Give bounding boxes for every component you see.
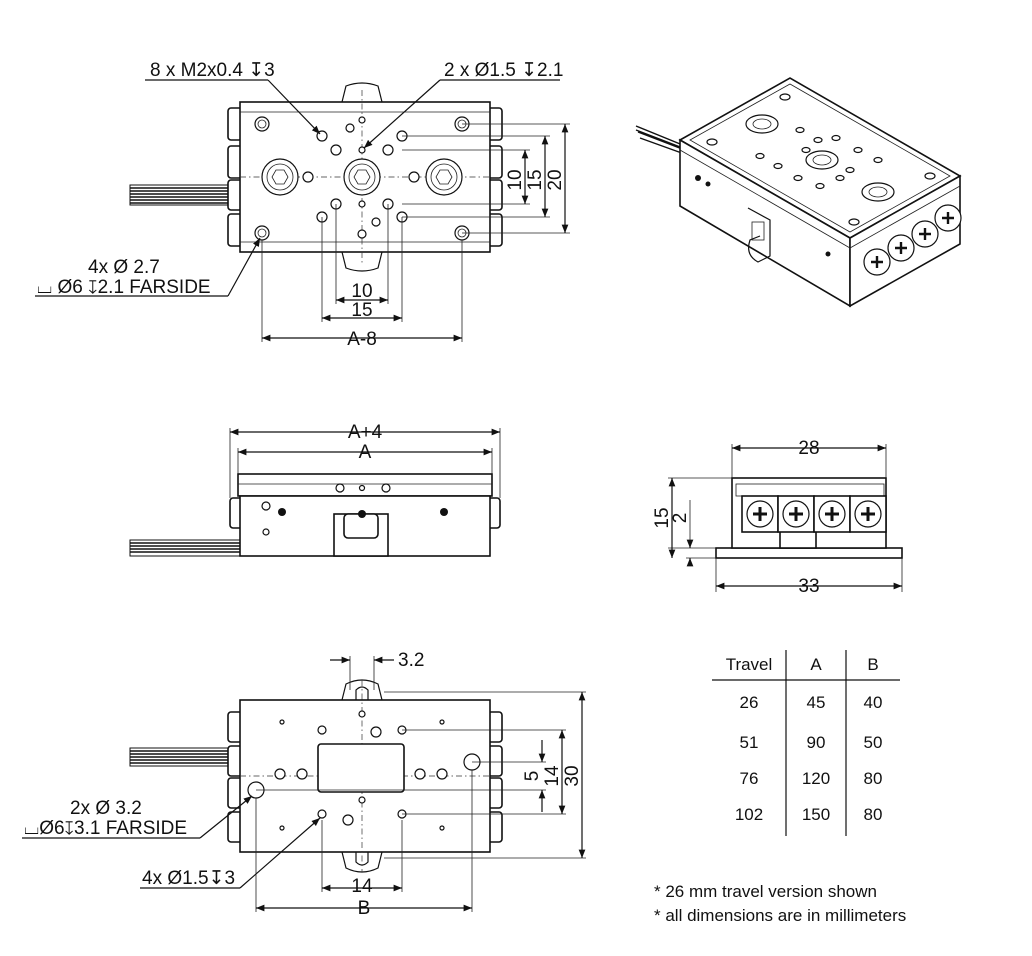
callout-holes: 4x Ø1.5↧3	[142, 868, 235, 889]
notes: * 26 mm travel version shown * all dimen…	[654, 882, 906, 925]
table-cell: 76	[740, 769, 759, 788]
dim-label: 30	[562, 765, 583, 786]
table-header: Travel	[726, 655, 773, 674]
table-header: B	[867, 655, 878, 674]
table-cell: 50	[864, 733, 883, 752]
table-cell: 80	[864, 769, 883, 788]
dim-label: A	[359, 442, 372, 463]
isometric-view	[635, 77, 962, 308]
table-cell: 120	[802, 769, 830, 788]
table-cell: 26	[740, 693, 759, 712]
dim-label: 10	[351, 281, 372, 302]
table-cell: 150	[802, 805, 830, 824]
travel-table: Travel A B 26 45 40 51 90 50 76 120 80 1…	[712, 650, 900, 836]
callout-cbore-line2: ⌴Ø6↧3.1 FARSIDE	[24, 818, 187, 839]
table-header: A	[810, 655, 822, 674]
note-line: * 26 mm travel version shown	[654, 882, 877, 901]
isometric-connectors	[863, 204, 962, 276]
dim-label: 33	[798, 576, 819, 597]
top-view: 10 15 20 10 15 A-8 8 x M2x0.4 ↧3 2 x Ø1.…	[35, 60, 570, 350]
callout-threaded: 8 x M2x0.4 ↧3	[150, 60, 275, 81]
dim-label: 2	[670, 513, 691, 524]
side-view: 28 33 15 2	[652, 438, 903, 597]
dim-label: A-8	[347, 329, 377, 350]
dim-label: 28	[798, 438, 819, 459]
front-view-carriage	[237, 473, 493, 497]
dim-label: 3.2	[398, 650, 424, 671]
top-view-threaded-holes	[316, 116, 408, 239]
table-cell: 51	[740, 733, 759, 752]
top-view-cable	[129, 184, 231, 206]
dim-label: 10	[505, 169, 526, 190]
dim-label: 15	[351, 300, 372, 321]
table-cell: 45	[807, 693, 826, 712]
table-cell: 90	[807, 733, 826, 752]
table-cell: 80	[864, 805, 883, 824]
dim-label: 15	[525, 169, 546, 190]
dim-label: 14	[542, 765, 563, 787]
front-view: A+4 A	[129, 422, 501, 557]
dim-label: A+4	[348, 422, 383, 443]
callout-cbore-line2: ⌴ Ø6 ↧2.1 FARSIDE	[37, 277, 211, 298]
table-cell: 102	[735, 805, 763, 824]
top-view-hex-screws	[261, 158, 463, 196]
callout-cbore-line1: 4x Ø 2.7	[88, 257, 160, 278]
isometric-holes	[706, 93, 936, 226]
table-cell: 40	[864, 693, 883, 712]
bottom-view-cutout	[317, 743, 405, 793]
dim-label: 5	[522, 771, 543, 782]
side-view-connectors	[741, 495, 887, 533]
dim-label: 14	[351, 876, 373, 897]
dim-label: 20	[545, 169, 566, 190]
callout-pin: 2 x Ø1.5 ↧2.1	[444, 60, 563, 81]
note-line: * all dimensions are in millimeters	[654, 906, 906, 925]
dim-label: 15	[652, 507, 673, 528]
dim-label: B	[358, 898, 371, 919]
callout-cbore-line1: 2x Ø 3.2	[70, 798, 142, 819]
bottom-view: 3.2 5 14 30 14 B 2x Ø 3.2 ⌴Ø6↧3.1 FARSID…	[22, 650, 586, 919]
